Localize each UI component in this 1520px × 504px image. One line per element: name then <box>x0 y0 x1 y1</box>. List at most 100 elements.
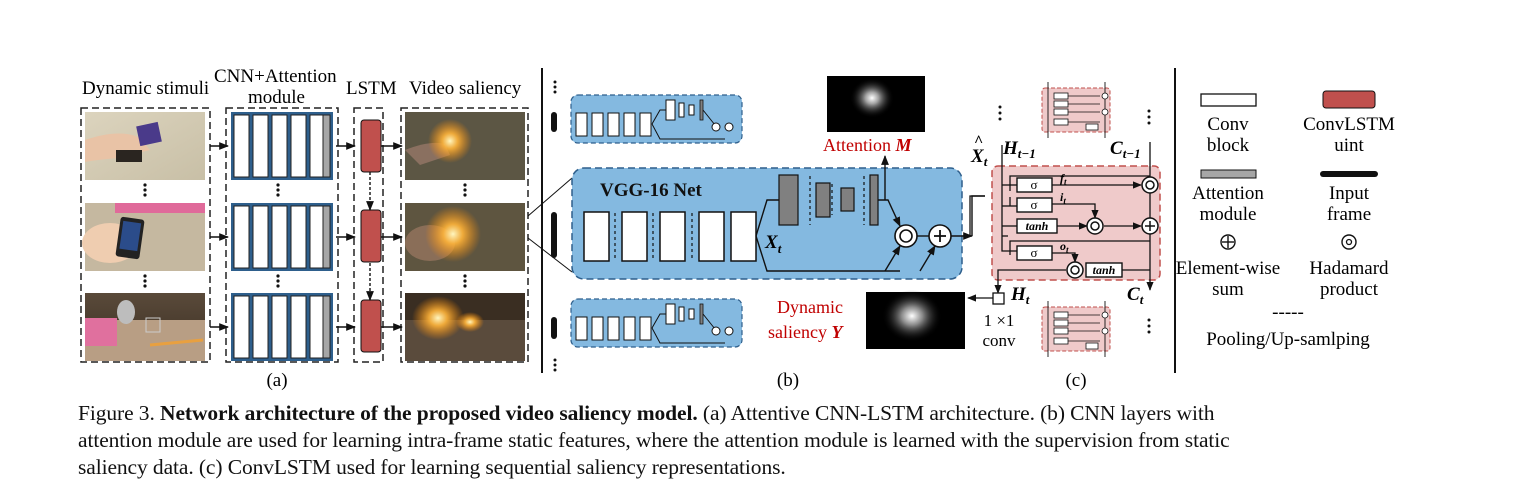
conv-block <box>678 102 685 118</box>
conv-block <box>623 112 636 137</box>
sum-op <box>1101 327 1109 335</box>
lstm-unit <box>360 299 382 353</box>
input-gate-sigma <box>1016 197 1053 213</box>
conv-block <box>623 316 636 341</box>
output-gate-sigma <box>1016 245 1053 261</box>
panel-a-label: (a) <box>266 370 287 391</box>
caption-text: (a) Attentive CNN-LSTM architecture. (b)… <box>697 401 1215 425</box>
conv-block <box>575 112 588 137</box>
zoom-line <box>527 177 573 217</box>
caption-title: Network architecture of the proposed vid… <box>160 401 698 425</box>
mini-gate <box>1053 327 1069 335</box>
conv-block <box>271 295 288 359</box>
lstm-unit <box>360 209 382 263</box>
conv-1x1-block <box>992 292 1005 305</box>
conv-block <box>607 316 620 341</box>
hadamard-op <box>1066 261 1084 279</box>
attention-map <box>827 76 925 132</box>
legend-conv-label: block <box>1207 135 1250 156</box>
hadamard-op <box>711 122 721 132</box>
mini-convlstm-cell <box>1041 301 1111 357</box>
mini-gate <box>1053 337 1069 345</box>
tanh-label: tanh <box>1026 219 1049 233</box>
conv-block <box>252 114 269 178</box>
cnn-attention-row <box>231 203 333 271</box>
hadamard-op <box>1101 92 1109 100</box>
legend-input-label: Input <box>1329 183 1370 204</box>
dynamic-saliency-map <box>866 290 965 349</box>
hadamard-op <box>711 326 721 336</box>
conv-label-line1: 1 ×1 <box>984 311 1015 330</box>
conv-block <box>252 205 269 269</box>
legend-pooling-label: Pooling/Up-samlping <box>1206 329 1370 350</box>
legend-convlstm-label: ConvLSTM <box>1303 114 1395 135</box>
convlstm-cell: σ σ tanh σ tanh ft it ot 1 ×1 con <box>963 142 1161 350</box>
hat-mark: ^ <box>974 133 983 150</box>
stimuli-group-box <box>80 107 211 363</box>
header-lstm: LSTM <box>346 78 397 99</box>
attention-m-label: Attention M <box>823 135 913 155</box>
legend-sum-label: Element-wise <box>1176 258 1280 279</box>
mini-gate <box>1053 118 1069 126</box>
conv-block <box>665 303 676 325</box>
lstm-group-box <box>353 107 384 363</box>
saliency-frame <box>405 203 525 271</box>
flow-arrows <box>210 142 403 331</box>
tanh-label: tanh <box>1093 263 1116 277</box>
vgg16-title: VGG-16 Net <box>600 180 703 201</box>
attention-block <box>322 114 331 178</box>
conv-block <box>639 112 652 137</box>
mini-vgg-module <box>570 94 743 144</box>
conv-block <box>678 306 685 322</box>
sum-op <box>724 122 734 132</box>
conv-block <box>688 308 695 320</box>
mini-gate <box>1053 319 1069 327</box>
vgg16-module: VGG-16 Net <box>571 155 985 280</box>
convlstm-unit-swatch <box>1322 90 1376 109</box>
header-dynamic-stimuli: Dynamic stimuli <box>82 78 209 99</box>
sum-op <box>928 224 952 248</box>
cnn-attention-row <box>231 112 333 180</box>
legend-convlstm-label: uint <box>1334 135 1364 156</box>
legend-attention-label: Attention <box>1192 183 1264 204</box>
mini-connections <box>651 313 725 344</box>
attention-blocks <box>778 174 879 226</box>
saliency-group-box <box>400 107 529 363</box>
xhat-t-label: Xt <box>970 146 988 169</box>
xt-label: Xt <box>764 232 782 256</box>
conv-block <box>290 205 307 269</box>
stimulus-frame <box>85 112 205 180</box>
pooling-dashes <box>614 176 865 260</box>
legend-hadamard-label: Hadamard <box>1309 258 1389 279</box>
saliency-frame <box>405 112 525 180</box>
mini-gate <box>1053 108 1069 116</box>
hadamard-symbol-icon <box>1341 234 1357 250</box>
sigma-label: σ <box>1030 197 1037 212</box>
hadamard-op <box>1086 217 1104 235</box>
conv-block <box>591 112 604 137</box>
conv-block <box>688 104 695 116</box>
caption-line-1: Figure 3. Network architecture of the pr… <box>78 400 1448 427</box>
ellipsis-dots <box>553 80 557 372</box>
panel-c-label: (c) <box>1065 370 1086 391</box>
sigma-label: σ <box>1030 245 1037 260</box>
f-gate-label: ft <box>1060 171 1067 187</box>
mini-convlstm-cell <box>1041 82 1111 138</box>
caption-prefix: Figure 3. <box>78 401 161 425</box>
conv-block <box>233 295 250 359</box>
conv-block <box>607 112 620 137</box>
o-gate-label: ot <box>1060 239 1069 255</box>
conv-blocks <box>583 211 757 262</box>
ellipsis-dots <box>998 105 1151 334</box>
panel-a: Dynamic stimuli CNN+Attention module LST… <box>80 66 573 391</box>
h-t-label: Ht <box>1010 284 1030 307</box>
caption-line-2: attention module are used for learning i… <box>78 428 1230 452</box>
conv-block <box>290 114 307 178</box>
conv-block <box>591 316 604 341</box>
legend-attention-label: module <box>1200 204 1257 225</box>
sigma-label: σ <box>1030 177 1037 192</box>
lstm-unit <box>360 119 382 173</box>
pooling-symbol: ----- <box>1272 302 1304 323</box>
attention-block <box>699 99 704 121</box>
hadamard-op <box>894 224 918 248</box>
